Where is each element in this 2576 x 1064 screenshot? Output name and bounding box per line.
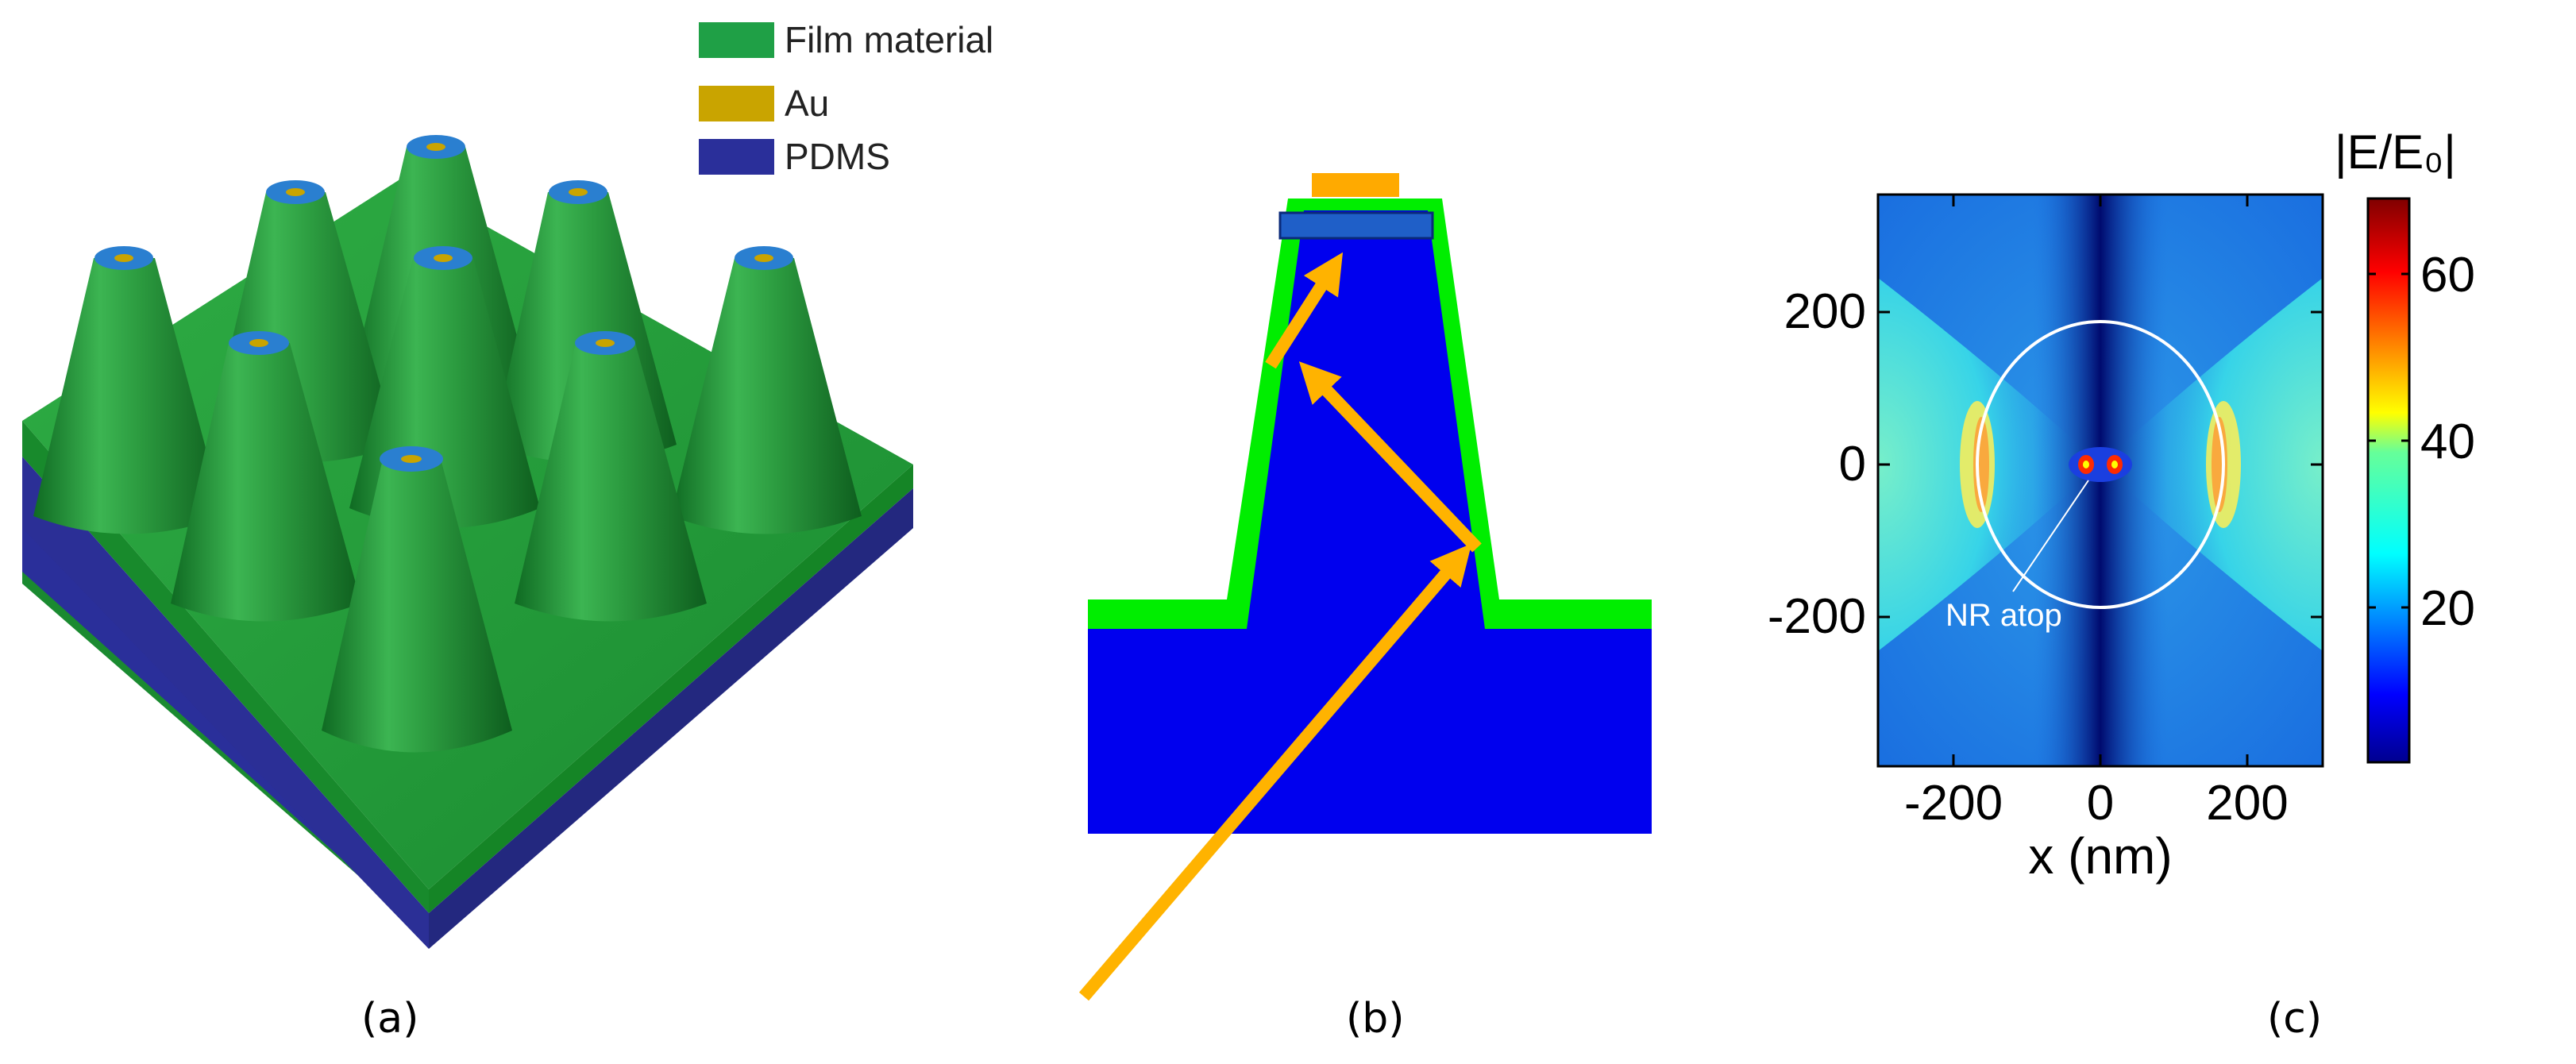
- x-tick-label: 200: [2206, 776, 2288, 831]
- y-tick-label: -200: [1768, 589, 1866, 644]
- particle-outline: [1976, 320, 2225, 609]
- cone: [671, 246, 862, 534]
- axis-ticks: [1878, 195, 2323, 766]
- colorbar-tick-label: 60: [2420, 248, 2475, 303]
- cone: [515, 331, 707, 622]
- y-tick-label: 200: [1784, 284, 1866, 339]
- cone: [171, 331, 361, 622]
- colorbar-ticks: [2368, 272, 2409, 609]
- panel-b-label: (b): [1346, 995, 1405, 1043]
- embedded-particle: [1278, 211, 1434, 240]
- reflected-arrow: [1298, 361, 1482, 553]
- annotation-leader: [2012, 480, 2089, 592]
- au-nanorod: [1312, 173, 1399, 197]
- cone: [33, 246, 224, 534]
- x-tick-label: -200: [1904, 776, 2003, 831]
- y-tick-label: 0: [1839, 437, 1866, 492]
- legend-label-film: Film material: [785, 19, 993, 60]
- panel-b-cross-section: (b): [1078, 173, 1652, 1043]
- cone-array: [33, 135, 862, 753]
- panel-c-field-map: NR atop 200 0 -200 -200 0 200 x (nm) 60 …: [1768, 125, 2475, 1043]
- panel-a-3d-cone-array: Film material Au PDMS (a): [22, 19, 993, 1043]
- panel-a-label: (a): [361, 995, 418, 1043]
- final-arrow: [1265, 252, 1344, 369]
- cone: [322, 446, 512, 753]
- panel-c-label: (c): [2267, 995, 2322, 1043]
- colorbar-title: |E/E₀|: [2335, 125, 2456, 179]
- legend-swatch-film: [699, 22, 774, 58]
- x-axis-title: x (nm): [2028, 827, 2172, 885]
- colorbar: [2366, 197, 2411, 764]
- annotation-label: NR atop: [1945, 598, 2062, 633]
- legend-swatch-pdms: [699, 139, 774, 175]
- legend-label-pdms: PDMS: [785, 136, 890, 177]
- colorbar-tick-label: 40: [2420, 414, 2475, 469]
- legend-swatch-au: [699, 86, 774, 121]
- light-path-arrows: [1078, 252, 1482, 1001]
- legend: Film material Au PDMS: [699, 19, 993, 177]
- x-tick-label: 0: [2087, 776, 2114, 831]
- legend-label-au: Au: [785, 83, 829, 124]
- incident-arrow: [1078, 543, 1472, 1001]
- colorbar-tick-label: 20: [2420, 581, 2475, 636]
- field-map-plot: [1878, 195, 2323, 766]
